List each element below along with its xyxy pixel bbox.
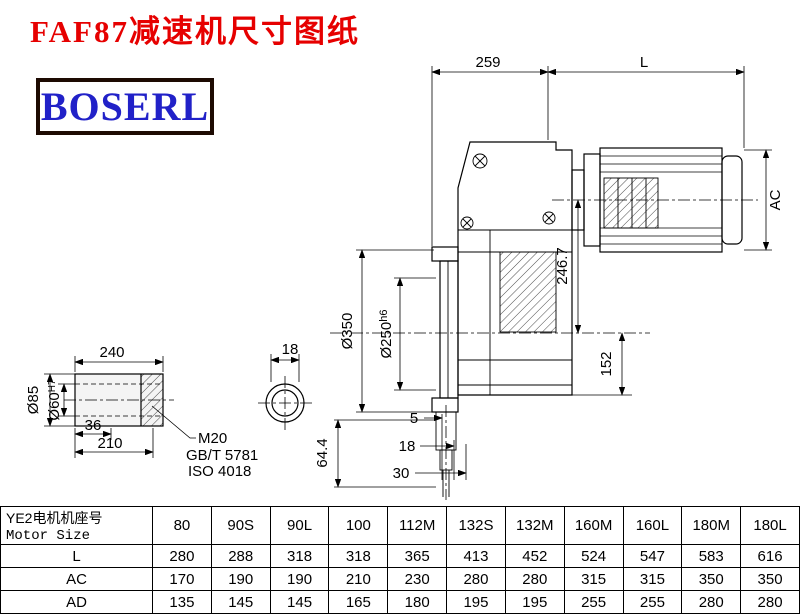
dim-L-label: L [640, 54, 648, 71]
callout-iso4018: ISO 4018 [188, 463, 251, 480]
dim-AC-label: AC [767, 189, 784, 210]
table-cell: 230 [387, 567, 448, 591]
dim-644-label: 64.4 [314, 438, 331, 467]
row-label: L [0, 544, 153, 568]
table-cell: 616 [740, 544, 800, 568]
table-cell: 280 [504, 567, 565, 591]
dim-dia85-label: Ø85 [25, 386, 42, 414]
col-header: 80 [152, 506, 212, 545]
dim-dia350-label: Ø350 [339, 313, 356, 350]
bolt-icon [472, 153, 488, 169]
bolt-icon [460, 216, 474, 230]
dim-dia250-label: Ø250h6 [378, 310, 395, 359]
table-row-L: L 280 288 318 318 365 413 452 524 547 58… [0, 544, 800, 568]
logo-text: BOSERL [40, 83, 210, 129]
table-cell: 180 [387, 590, 448, 614]
col-header: 180M [681, 506, 742, 545]
table-cell: 170 [152, 567, 212, 591]
col-header: 90L [269, 506, 330, 545]
table-cell: 190 [210, 567, 271, 591]
table-cell: 315 [622, 567, 683, 591]
dim-18-bottom-label: 18 [399, 438, 416, 455]
table-cell: 195 [504, 590, 565, 614]
col-header: 132S [446, 506, 506, 545]
table-cell: 413 [446, 544, 506, 568]
table-cell: 365 [387, 544, 448, 568]
table-cell: 165 [328, 590, 389, 614]
table-cell: 195 [446, 590, 506, 614]
table-cell: 547 [622, 544, 683, 568]
table-row-AC: AC 170 190 190 210 230 280 280 315 315 3… [0, 567, 800, 591]
shaft-detail-dimensions [44, 356, 164, 458]
logo: BOSERL [36, 78, 214, 135]
shaft-cross-section-view [258, 354, 312, 430]
col-header: 180L [740, 506, 800, 545]
callout-gbt5781: GB/T 5781 [186, 447, 258, 464]
table-cell: 315 [563, 567, 624, 591]
table-cell: 350 [740, 567, 800, 591]
technical-drawing: 259 L AC 246.7 152 Ø350 Ø250h6 5 18 30 6… [25, 54, 784, 500]
col-header: 160M [563, 506, 624, 545]
table-cell: 190 [269, 567, 330, 591]
table-cell: 280 [446, 567, 506, 591]
table-header-motor-size: YE2电机机座号 Motor Size [0, 506, 153, 545]
dim-210-label: 210 [97, 435, 122, 452]
table-cell: 210 [328, 567, 389, 591]
col-header: 100 [328, 506, 389, 545]
dim-259-label: 259 [475, 54, 500, 71]
table-cell: 255 [563, 590, 624, 614]
table-cell: 280 [152, 544, 212, 568]
table-cell: 524 [563, 544, 624, 568]
table-cell: 280 [740, 590, 800, 614]
col-header: 160L [622, 506, 683, 545]
row-label: AC [0, 567, 153, 591]
dim-152-label: 152 [598, 351, 615, 376]
table-cell: 288 [210, 544, 271, 568]
col-header: 90S [210, 506, 271, 545]
col-header: 112M [387, 506, 448, 545]
table-cell: 280 [681, 590, 742, 614]
shaft-detail-view [64, 373, 196, 439]
dim-5-label: 5 [410, 410, 418, 427]
dim-240-label: 240 [99, 344, 124, 361]
callout-m20: M20 [198, 430, 227, 447]
page-title: FAF87减速机尺寸图纸 [30, 14, 360, 49]
output-flange [431, 246, 459, 413]
dim-18-circle-label: 18 [282, 341, 299, 358]
motor-size-table: YE2电机机座号 Motor Size 80 90S 90L 100 112M … [0, 506, 800, 614]
table-cell: 255 [622, 590, 683, 614]
row-label: AD [0, 590, 153, 614]
col-header: 132M [504, 506, 565, 545]
dim-36-label: 36 [85, 417, 102, 434]
bolt-icon [542, 211, 556, 225]
table-cell: 350 [681, 567, 742, 591]
table-cell: 145 [269, 590, 330, 614]
dim-30-label: 30 [393, 465, 410, 482]
main-view [330, 141, 758, 500]
table-cell: 135 [152, 590, 212, 614]
table-cell: 318 [269, 544, 330, 568]
table-cell: 145 [210, 590, 271, 614]
dim-dia60-label: Ø60H7 [46, 379, 63, 421]
table-row-AD: AD 135 145 145 165 180 195 195 255 255 2… [0, 590, 800, 614]
table-cell: 452 [504, 544, 565, 568]
main-view-dimensions [334, 66, 772, 488]
table-cell: 583 [681, 544, 742, 568]
table-cell: 318 [328, 544, 389, 568]
dim-246-label: 246.7 [554, 247, 571, 285]
